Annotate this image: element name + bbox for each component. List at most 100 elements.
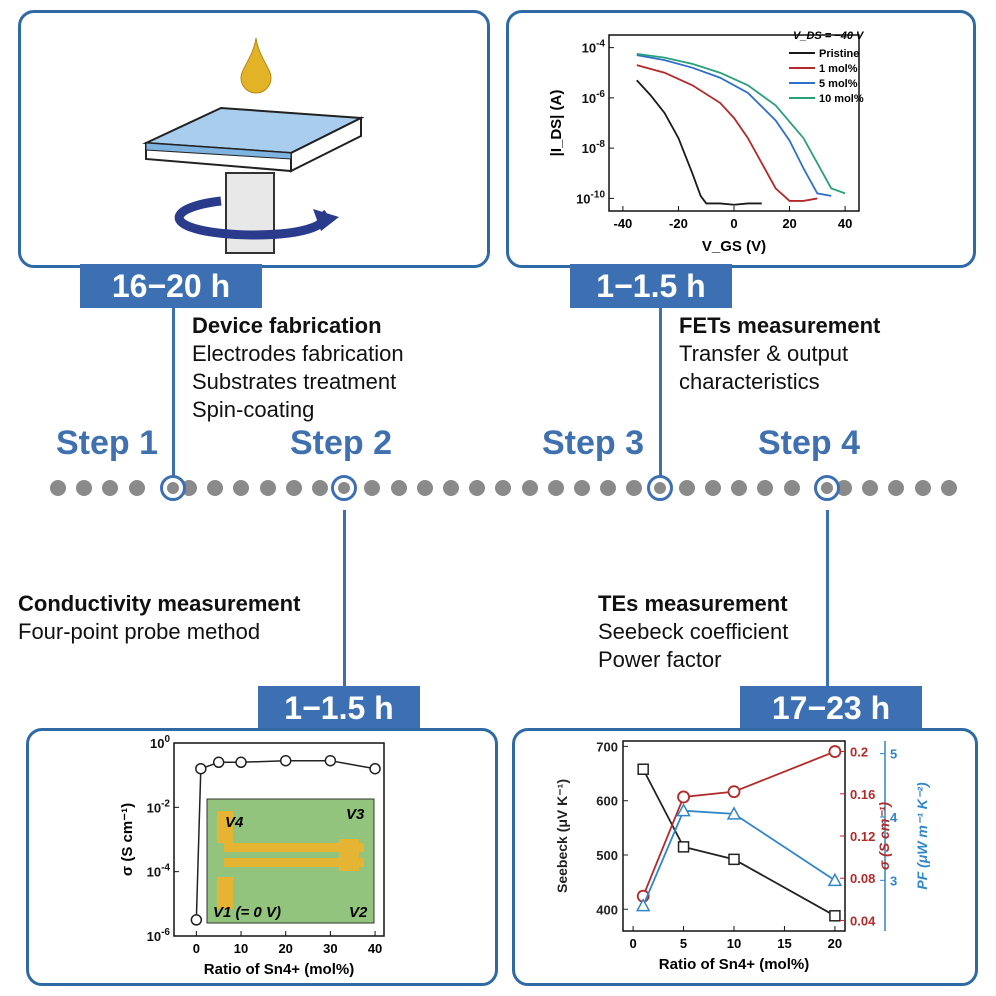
- y-tick-label: 4: [890, 810, 898, 825]
- y-axis-label-0: Seebeck (μV K⁻¹): [554, 779, 570, 893]
- timeline-dot: [574, 480, 590, 496]
- y-tick-label: 500: [596, 848, 618, 863]
- y-tick-label: 10-6: [147, 927, 171, 944]
- vds-annotation: V_DS = −40 V: [793, 30, 865, 42]
- step1-line-3: Spin-coating: [192, 397, 315, 422]
- y-tick-label: 0.16: [850, 787, 875, 802]
- y-tick-label: 600: [596, 794, 618, 809]
- y-tick-label: 0.2: [850, 745, 868, 760]
- timeline-dot: [364, 480, 381, 496]
- timeline-dot: [102, 480, 119, 496]
- spin-coating-panel: [18, 10, 490, 268]
- timeline-dot: [547, 480, 564, 496]
- legend-label-0: Pristine: [819, 48, 859, 60]
- timeline-dot: [495, 480, 512, 496]
- step2-title: Conductivity measurement: [18, 591, 301, 616]
- data-point: [235, 756, 247, 769]
- series-line-0: [636, 79, 762, 206]
- timeline-marker-step4: [814, 475, 840, 501]
- inset-electrode: [224, 858, 364, 867]
- data-point: [324, 754, 337, 767]
- step4-line-1: Seebeck coefficient: [598, 619, 789, 644]
- series-line-1: [642, 750, 836, 897]
- step3-line-1: Transfer & output: [679, 341, 849, 366]
- data-point: [190, 914, 203, 926]
- y-tick-label: 5: [890, 747, 897, 762]
- y-tick-label: 3: [890, 873, 897, 888]
- data-point: [677, 790, 690, 804]
- spin-chuck: [225, 172, 275, 254]
- data-point: [828, 745, 842, 758]
- legend-label-2: 5 mol%: [819, 78, 858, 90]
- timeline-dot: [731, 480, 748, 496]
- legend-label-1: 1 mol%: [819, 63, 858, 75]
- x-tick-label: -40: [613, 216, 632, 231]
- y-tick-label: 10-4: [582, 39, 606, 56]
- x-tick-label: 40: [368, 941, 382, 956]
- data-point: [369, 762, 381, 775]
- step1-time-badge: 16−20 h: [80, 264, 262, 308]
- timeline-dot: [390, 480, 407, 496]
- timeline-dot: [940, 480, 957, 496]
- timeline-dot: [757, 480, 774, 496]
- step3-line-2: characteristics: [679, 369, 820, 394]
- y-tick-label: 0.04: [850, 913, 876, 928]
- step1-title: Device fabrication: [192, 313, 382, 338]
- step2-label: Step 2: [290, 424, 393, 462]
- timeline-dot: [285, 480, 302, 496]
- step1-label: Step 1: [56, 424, 159, 462]
- step4-line-2: Power factor: [598, 647, 722, 672]
- timeline-dot: [678, 480, 695, 496]
- step4-time-badge: 17−23 h: [740, 686, 922, 730]
- step3-label: Step 3: [542, 424, 645, 462]
- y-tick-label: 0.08: [850, 871, 875, 886]
- data-point: [829, 910, 841, 922]
- step1-line-1: Electrodes fabrication: [192, 341, 404, 366]
- y-tick-label: 10-4: [147, 863, 171, 880]
- step3-time-badge: 1−1.5 h: [570, 264, 732, 308]
- step4-title: TEs measurement: [598, 591, 788, 616]
- x-tick-label: 0: [193, 941, 200, 956]
- series-line-2: [636, 54, 832, 197]
- timeline-dot: [443, 480, 459, 496]
- timeline-dot: [914, 480, 931, 496]
- spin-coater-illustration: [142, 37, 365, 254]
- inset-label-v2: V2: [349, 904, 368, 921]
- x-tick-label: 0: [629, 936, 636, 951]
- droplet-icon: [240, 37, 272, 94]
- timeline-dot: [626, 480, 643, 496]
- step3-description: FETs measurement Transfer & output chara…: [679, 312, 880, 396]
- timeline-dot: [836, 480, 852, 496]
- series-line-0: [642, 768, 836, 917]
- series-line-1: [636, 64, 818, 202]
- y-tick-label: 400: [596, 902, 618, 917]
- x-tick-label: 20: [278, 941, 292, 956]
- inset-electrode: [339, 839, 359, 871]
- step1-line-2: Substrates treatment: [192, 369, 397, 394]
- x-tick-label: 15: [777, 936, 791, 951]
- y-tick-label: 10-6: [582, 89, 606, 106]
- data-point: [676, 803, 691, 817]
- y-tick-label: 10-2: [147, 798, 171, 815]
- inset-electrode: [217, 811, 233, 843]
- step4-connector: [826, 510, 829, 688]
- x-tick-label: 30: [323, 941, 337, 956]
- timeline-marker-step2: [331, 475, 357, 501]
- timeline-dot: [259, 480, 276, 496]
- data-point: [212, 756, 225, 769]
- x-axis-label: Ratio of Sn4+ (mol%): [204, 961, 354, 978]
- step4-label: Step 4: [758, 424, 861, 462]
- step2-description: Conductivity measurement Four-point prob…: [18, 590, 300, 646]
- inset-label-v4: V4: [225, 814, 244, 831]
- y-tick-label: 0.12: [850, 829, 875, 844]
- timeline-dot: [600, 480, 617, 496]
- data-point: [827, 872, 843, 887]
- y-axis-label: |I_DS| (A): [548, 90, 565, 157]
- x-axis-label: V_GS (V): [702, 238, 766, 255]
- inset-label-v3: V3: [346, 806, 365, 823]
